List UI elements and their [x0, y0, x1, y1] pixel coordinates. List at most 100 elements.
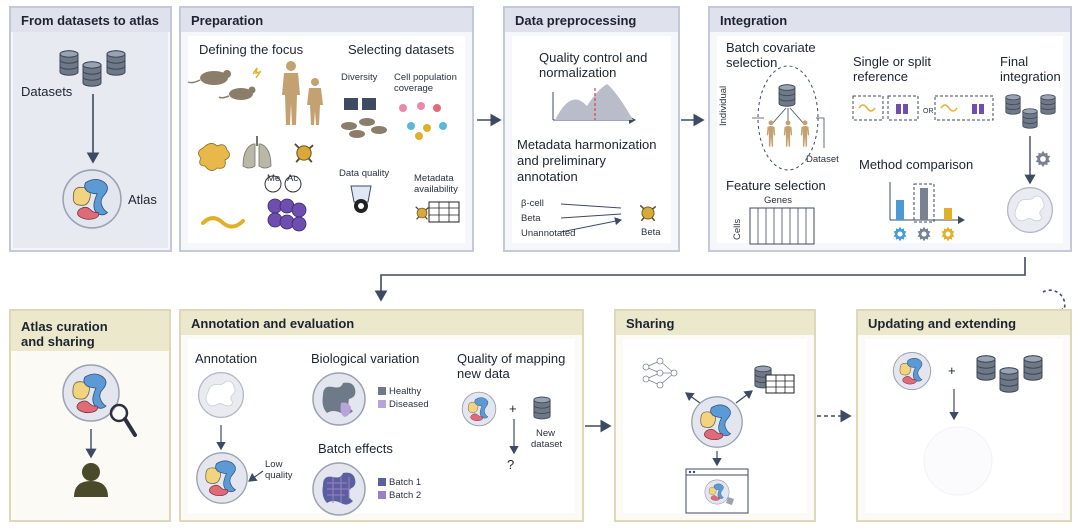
- database-icon: [59, 50, 79, 76]
- annotation-label: Annotation: [195, 351, 258, 366]
- gear-icon: [917, 226, 931, 242]
- sharing-graphics: [642, 357, 795, 514]
- healthy-label: Healthy: [389, 386, 422, 397]
- single-split-label-1: Single or split: [853, 54, 932, 69]
- bio-variation-atlas-icon: [312, 372, 366, 426]
- metadata-table-icon: [415, 201, 460, 223]
- database-icon: [778, 84, 796, 107]
- cell-population-label-2: coverage: [394, 83, 434, 94]
- quality-seal-icon: [350, 185, 372, 213]
- batch-2-swatch: [378, 491, 386, 499]
- neural-network-icon: [642, 357, 678, 389]
- cell-population-label-1: Cell population: [394, 72, 457, 83]
- panel-title: Data preprocessing: [505, 8, 678, 32]
- panel-title: From datasets to atlas: [11, 8, 170, 32]
- database-icon: [82, 61, 102, 87]
- panel-integration: Integration Batch covariate selection In…: [708, 6, 1072, 252]
- person-icon: [766, 120, 776, 147]
- database-icon: [976, 355, 996, 381]
- annotation-graphics: [196, 372, 551, 516]
- cell-population-icon: [399, 102, 447, 140]
- new-dataset-label-2: dataset: [531, 439, 563, 450]
- panel-from-datasets-to-atlas: From datasets to atlas Datasets Atlas: [9, 6, 172, 252]
- atlas-icon: [461, 391, 497, 427]
- diversity-label: Diversity: [341, 72, 378, 83]
- batch-1-swatch: [378, 478, 386, 486]
- database-icon: [533, 396, 551, 420]
- extended-atlas-placeholder: [923, 426, 993, 496]
- atlas-icon: [691, 396, 743, 448]
- defining-focus-label: Defining the focus: [199, 42, 304, 57]
- person-icon: [783, 120, 793, 147]
- panel-title: Annotation and evaluation: [181, 311, 582, 335]
- batch-2-label: Batch 2: [389, 490, 422, 501]
- web-browser-icon: [685, 468, 749, 514]
- batch-effects-label: Batch effects: [318, 441, 393, 456]
- database-icon: [106, 50, 126, 76]
- atlas-icon: [62, 169, 122, 229]
- healthy-swatch: [378, 387, 386, 395]
- metadata-availability-label-2: availability: [414, 184, 458, 195]
- gut-icon: [201, 216, 245, 229]
- label-unannotated: Unannotated: [521, 228, 576, 239]
- pancreas-icon: [198, 143, 230, 171]
- ac-label: Ac: [287, 173, 299, 184]
- building-icon: [344, 98, 376, 110]
- diseased-label: Diseased: [389, 399, 429, 410]
- table-icon: [765, 374, 795, 394]
- batch-covariate-label-1: Batch covariate: [726, 40, 816, 55]
- integration-graphics: [749, 65, 1056, 245]
- low-quality-label-1: Low: [265, 459, 283, 470]
- panel-atlas-curation: Atlas curation and sharing: [9, 309, 171, 522]
- gear-icon: [941, 226, 955, 242]
- panel-title: Integration: [710, 8, 1070, 32]
- label-beta-output: Beta: [641, 227, 661, 238]
- database-icon: [1005, 94, 1021, 115]
- panel-title-line-1: Atlas curation: [21, 319, 108, 334]
- new-dataset-label-1: New: [536, 428, 556, 439]
- mapping-label-2: new data: [457, 366, 510, 381]
- panel-data-preprocessing: Data preprocessing Quality control and n…: [503, 6, 680, 252]
- database-icon: [999, 367, 1019, 393]
- panel-preparation: Preparation Defining the focus Selecting…: [179, 6, 474, 252]
- panel-sharing: Sharing: [614, 309, 816, 522]
- mouse-icon: [187, 70, 256, 100]
- magnifier-icon: [109, 403, 137, 437]
- final-integration-label-1: Final: [1000, 54, 1029, 69]
- mice-group-icon: [341, 118, 387, 138]
- database-icon: [1023, 355, 1043, 381]
- metadata-harmonization-2: and preliminary: [517, 153, 606, 168]
- diseased-swatch: [378, 400, 386, 408]
- preparation-graphics: [187, 61, 460, 232]
- selecting-datasets-label: Selecting datasets: [348, 42, 455, 57]
- data-quality-label: Data quality: [339, 168, 390, 179]
- batch-covariate-label-2: selection: [726, 55, 778, 70]
- genes-label: Genes: [764, 195, 792, 206]
- plus-label: +: [509, 401, 517, 416]
- person-icon: [800, 120, 810, 147]
- or-label: OR: [923, 108, 934, 115]
- panel-title: Sharing: [616, 311, 814, 335]
- single-split-label-2: reference: [853, 69, 908, 84]
- panel-title: Updating and extending: [858, 311, 1070, 335]
- annotated-atlas-icon: [196, 452, 248, 504]
- qc-label-1: Quality control and: [539, 50, 648, 65]
- panel-title-line-2: and sharing: [21, 334, 95, 349]
- chromatin-icon: [264, 175, 307, 232]
- panel-title-bg: [11, 311, 169, 351]
- unannotated-atlas-icon: [198, 372, 244, 418]
- lightning-icon: [252, 67, 262, 79]
- method-comparison-label: Method comparison: [859, 157, 974, 172]
- dataset-label: Dataset: [806, 154, 839, 165]
- datasets-to-atlas-graphic: [59, 50, 126, 229]
- neuron-icon: [293, 142, 315, 164]
- panel-updating-extending: Updating and extending +: [856, 309, 1072, 522]
- lungs-icon: [242, 136, 272, 169]
- integrated-atlas-icon: [1006, 187, 1054, 233]
- final-integration-label-2: integration: [1000, 69, 1061, 84]
- batch-1-label: Batch 1: [389, 477, 422, 488]
- database-icon: [1040, 94, 1056, 115]
- batch-effects-atlas-icon: [312, 462, 366, 516]
- human-icon: [282, 61, 323, 125]
